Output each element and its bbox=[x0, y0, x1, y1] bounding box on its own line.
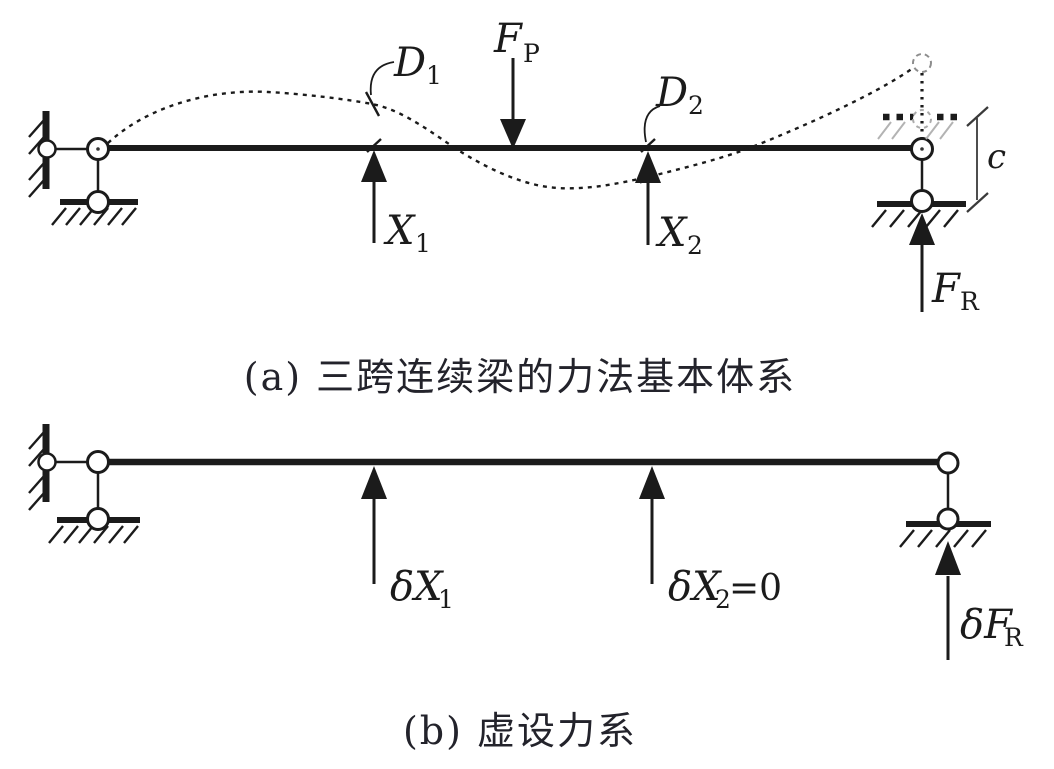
label-d2: D bbox=[655, 70, 688, 116]
label-fr: F bbox=[931, 266, 961, 312]
label-fr-sub: R bbox=[960, 287, 980, 316]
force-arrow-fr bbox=[909, 213, 935, 312]
label-delta-fr: δF bbox=[960, 602, 1013, 648]
left-support-a bbox=[28, 111, 138, 226]
force-arrow-x2 bbox=[635, 151, 661, 245]
wall-hinge-circle bbox=[37, 452, 57, 472]
label-x2: X bbox=[655, 210, 688, 256]
force-arrow-delta-x2 bbox=[639, 466, 665, 584]
displaced-support-ghost bbox=[877, 53, 959, 140]
label-delta-x2-suffix: =0 bbox=[729, 568, 782, 609]
panel-a: D 1 F P D 2 X 1 X 2 F R c bbox=[28, 16, 1006, 316]
beam-right-hinge-pin bbox=[920, 147, 924, 151]
beam-left-hinge-pin bbox=[96, 147, 100, 151]
label-d2-sub: 2 bbox=[688, 91, 704, 120]
ground-hinge-circle bbox=[86, 507, 110, 531]
ground-hatch bbox=[899, 529, 987, 548]
label-delta-x2-sub: 2 bbox=[715, 585, 731, 614]
labels-b: δX 1 δX 2 =0 δF R bbox=[390, 564, 1024, 652]
label-x2-sub: 2 bbox=[687, 231, 703, 260]
ghost-roller-circle bbox=[912, 109, 932, 129]
left-support-b bbox=[28, 424, 140, 544]
force-arrow-delta-x1 bbox=[361, 466, 387, 584]
label-fp: F bbox=[493, 16, 523, 62]
labels-a: D 1 F P D 2 X 1 X 2 F R c bbox=[383, 16, 1006, 316]
label-x1-sub: 1 bbox=[415, 229, 431, 258]
ground-hinge-circle bbox=[910, 189, 934, 213]
caption-panel-a: (a) 三跨连续梁的力法基本体系 bbox=[243, 355, 797, 399]
right-support-b bbox=[899, 451, 991, 548]
wall-hatch bbox=[28, 431, 45, 511]
deflection-curve bbox=[107, 67, 914, 190]
label-d1-sub: 1 bbox=[426, 61, 442, 90]
arrowhead-up bbox=[639, 466, 665, 499]
leader-d2 bbox=[643, 105, 661, 143]
ground-hinge-circle bbox=[936, 507, 960, 531]
beam-right-hinge-circle bbox=[936, 451, 960, 475]
wall-hinge-circle bbox=[37, 139, 57, 159]
arrowhead-up bbox=[909, 213, 935, 245]
tick-d2-beam bbox=[640, 138, 656, 153]
panel-b: δX 1 δX 2 =0 δF R bbox=[28, 424, 1024, 660]
label-delta-x1: δX bbox=[390, 564, 444, 610]
arrowhead-up bbox=[361, 150, 387, 182]
right-support-a bbox=[871, 137, 966, 228]
arrowhead-up bbox=[635, 151, 661, 183]
leader-d1 bbox=[369, 61, 395, 96]
wall-hatch bbox=[28, 119, 45, 198]
tick-d1-beam bbox=[366, 138, 382, 153]
label-c: c bbox=[987, 137, 1006, 177]
arrowhead-down bbox=[500, 119, 526, 149]
tick-d1-curve bbox=[364, 91, 381, 117]
label-d1: D bbox=[393, 40, 426, 86]
caption-panel-b: (b) 虚设力系 bbox=[402, 709, 638, 753]
ghost-displaced-hinge-circle bbox=[912, 53, 932, 73]
dimension-tick-top bbox=[966, 106, 989, 127]
dimension-tick-bottom bbox=[966, 192, 989, 213]
label-delta-x1-sub: 1 bbox=[438, 585, 454, 614]
force-arrow-x1 bbox=[361, 150, 387, 243]
label-fp-sub: P bbox=[523, 39, 540, 68]
ground-hatch bbox=[871, 209, 959, 228]
arrowhead-up bbox=[361, 466, 387, 499]
arrowhead-up bbox=[935, 541, 961, 575]
ground-hatch bbox=[48, 525, 139, 544]
ghost-hatch bbox=[877, 121, 954, 140]
beam-left-hinge-circle bbox=[86, 450, 110, 474]
label-delta-x2: δX bbox=[668, 564, 722, 610]
ground-hinge-circle bbox=[86, 190, 110, 214]
label-x1: X bbox=[383, 208, 416, 254]
label-delta-fr-sub: R bbox=[1004, 623, 1024, 652]
force-arrow-delta-fr bbox=[935, 541, 961, 660]
force-arrow-fp bbox=[500, 58, 526, 149]
dimension-c bbox=[966, 106, 989, 213]
